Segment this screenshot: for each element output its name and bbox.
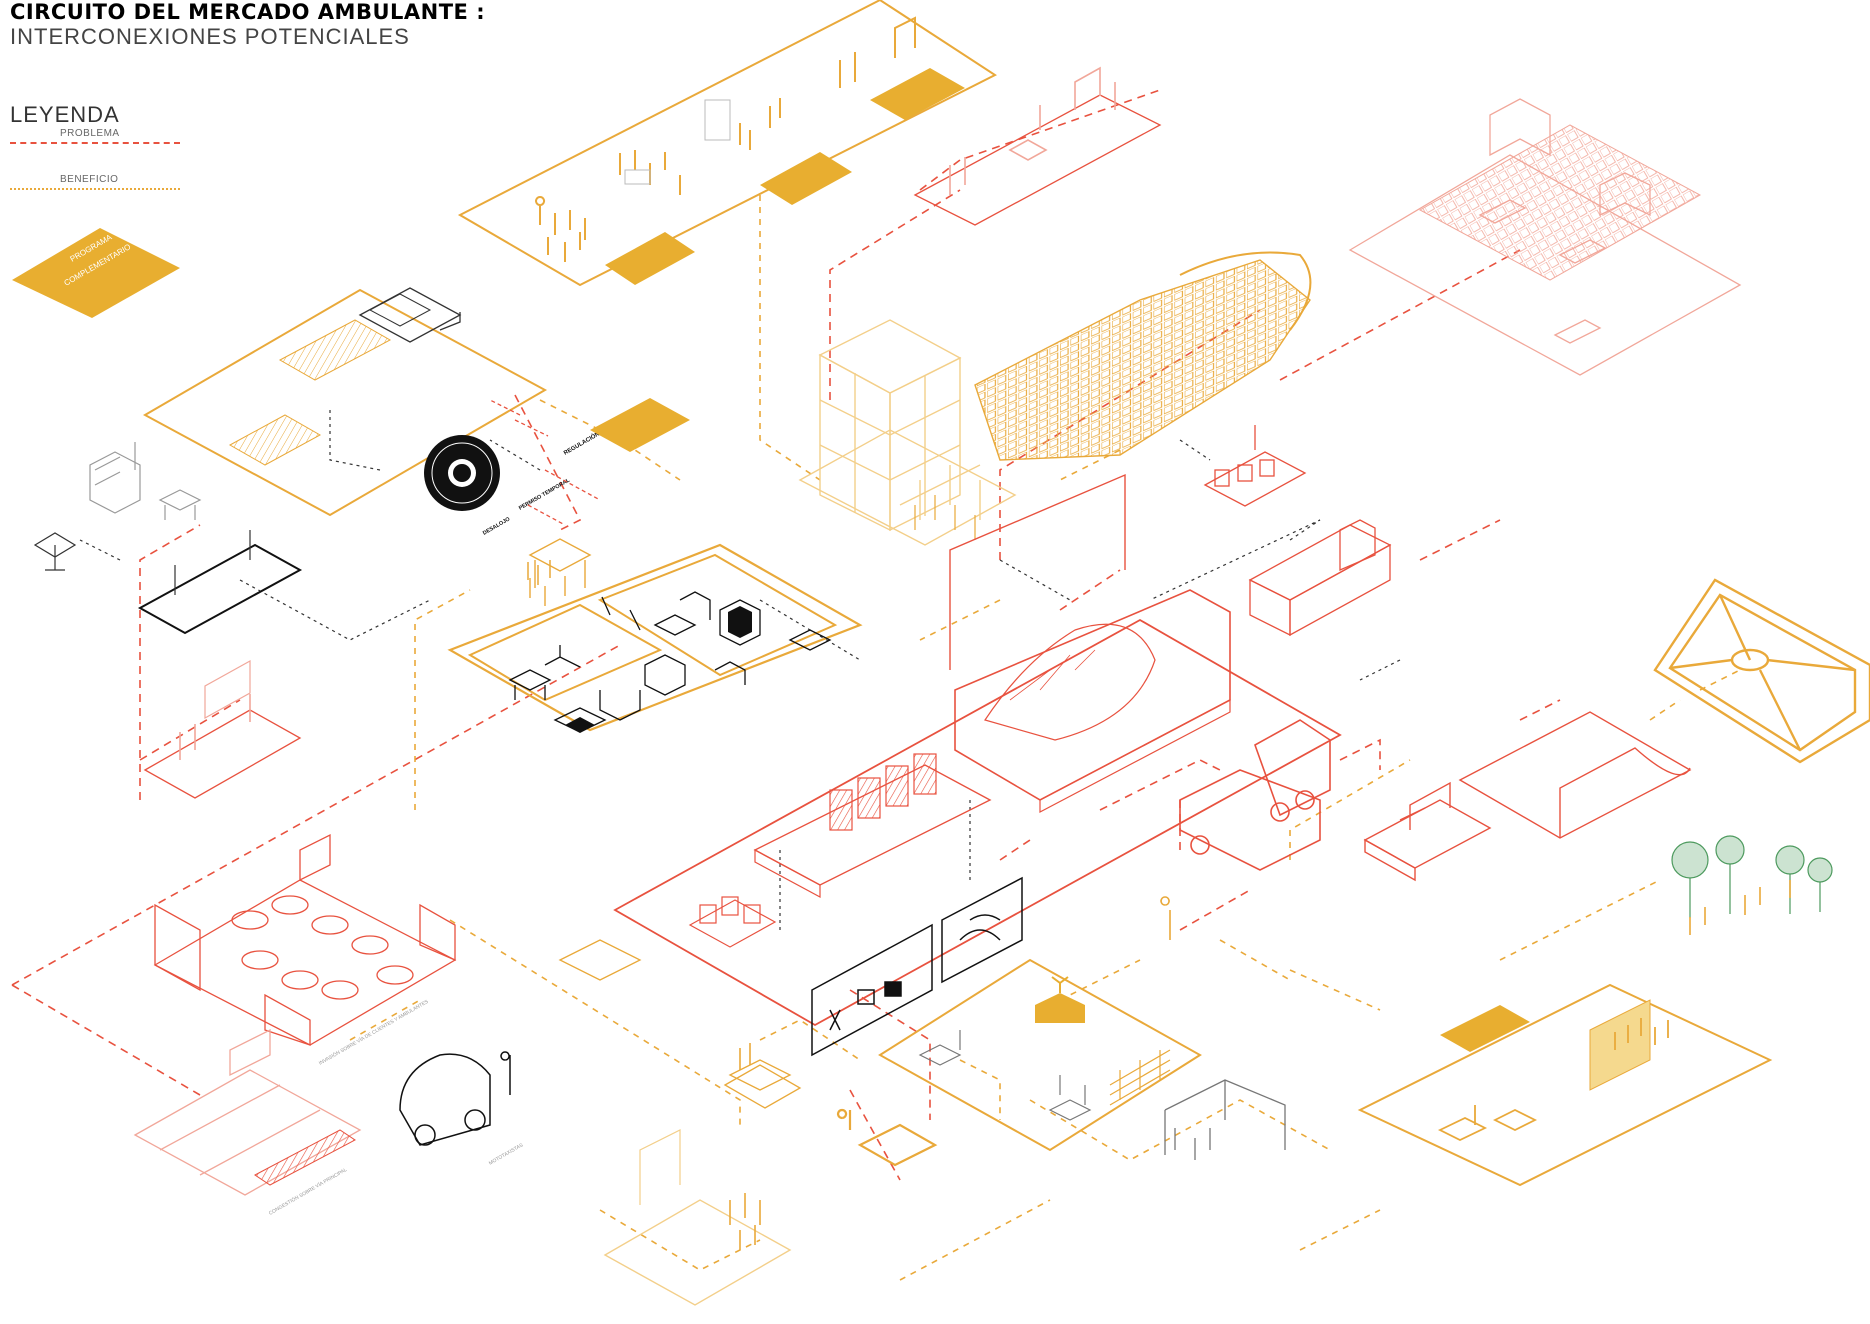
page-subtitle: INTERCONEXIONES POTENCIALES [10, 24, 410, 49]
label-mototaxistas: MOTOTAXISTAS [488, 1142, 525, 1167]
legend-benefit: BENEFICIO [10, 174, 190, 220]
park-plan-outline [1653, 578, 1870, 764]
small-modules [558, 939, 802, 1109]
people-park [1689, 880, 1791, 935]
street-vendors-block [153, 833, 457, 1046]
legend-benefit-line [10, 188, 180, 190]
compost-program-box [878, 958, 1202, 1152]
vendor-platform [33, 442, 303, 635]
legend: LEYENDA PROBLEMA BENEFICIO [10, 102, 190, 220]
legend-problem-line [10, 142, 180, 144]
legend-benefit-label: BENEFICIO [60, 174, 119, 185]
modules-program-box [447, 543, 863, 733]
market-stalls-detail [914, 495, 976, 540]
page-title: CIRCUITO DEL MERCADO AMBULANTE : [10, 0, 486, 24]
tray-module [836, 1108, 938, 1167]
canopy-stalls [974, 251, 1312, 461]
people-misc [739, 896, 1171, 1070]
main-road-congestion [133, 1028, 362, 1196]
legend-program-swatch: PROGRAMA COMPLEMENTARIO [12, 228, 180, 318]
classroom-red-box [143, 659, 302, 799]
municipal-seal-icon [424, 435, 500, 511]
garbage-truck-icon [1179, 719, 1331, 871]
traffic-stripes [254, 1129, 356, 1186]
furniture-workshop [603, 1129, 792, 1306]
problem-connectors [11, 89, 1561, 1181]
training-program-box [457, 0, 997, 287]
market-building [798, 319, 1017, 546]
city-block-traffic [1348, 98, 1742, 376]
waste-types-panels [811, 876, 1023, 1057]
waste-bins [1203, 425, 1307, 507]
label-desalojo: DESALOJO [482, 516, 512, 537]
label-regulacion: REGULACIÓN [562, 430, 601, 457]
education-program-box [1357, 983, 1773, 1187]
title-block: CIRCUITO DEL MERCADO AMBULANTE : INTERCO… [10, 0, 485, 50]
recycling-center [1363, 711, 1692, 882]
central-market-zone [613, 618, 1342, 1027]
meeting-area-red [913, 66, 1162, 226]
legend-problem-label: PROBLEMA [60, 128, 120, 139]
food-cart-icon [528, 538, 592, 606]
trees-icon [1671, 835, 1833, 918]
depot-building [1248, 519, 1392, 637]
label-permiso-temporal: PERMISO TEMPORAL [518, 477, 572, 511]
mototaxi-icon [399, 1051, 511, 1146]
program-swatch-small [590, 398, 690, 452]
legend-problem: PROBLEMA [10, 128, 190, 174]
tent-market [1164, 1079, 1286, 1160]
workshop-program-box [142, 287, 548, 517]
legend-title: LEYENDA [10, 102, 120, 127]
district-plan-platform [949, 473, 1231, 813]
seal-arrows [489, 399, 601, 526]
